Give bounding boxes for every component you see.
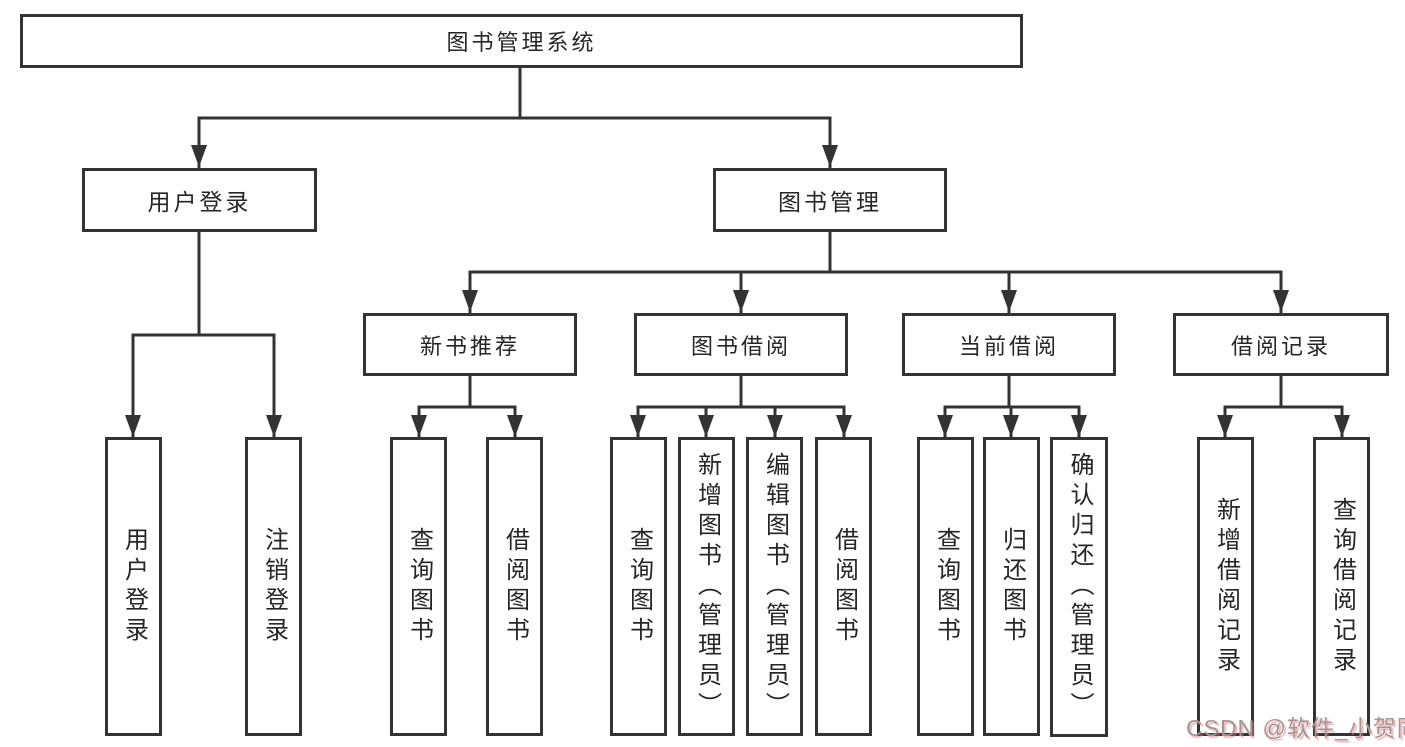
node-current-borrow: 当前借阅: [902, 313, 1116, 376]
leaf-logout-login-label: 注销登录: [260, 526, 288, 647]
node-current-borrow-label: 当前借阅: [958, 333, 1059, 359]
leaf-query-book-borrow-label: 查询图书: [625, 526, 653, 647]
leaf-logout-login: 注销登录: [245, 437, 302, 736]
leaf-borrow-book-label: 借阅图书: [830, 526, 858, 647]
leaf-edit-book-admin: 编辑图书（管理员）: [746, 437, 803, 736]
leaf-query-book-borrow: 查询图书: [610, 437, 667, 736]
node-new-book-recommend: 新书推荐: [363, 313, 577, 376]
csdn-watermark: CSDN @软件_小贺同学: [1186, 715, 1405, 741]
node-user-login-label: 用户登录: [147, 189, 252, 215]
node-root-label: 图书管理系统: [446, 30, 597, 55]
leaf-add-borrow-record: 新增借阅记录: [1197, 437, 1254, 736]
leaf-add-book-admin-label: 新增图书（管理员）: [693, 451, 721, 722]
leaf-edit-book-admin-label: 编辑图书（管理员）: [761, 451, 789, 722]
leaf-user-login: 用户登录: [105, 437, 162, 736]
node-book-management-label: 图书管理: [778, 189, 882, 215]
node-borrow-records-label: 借阅记录: [1230, 333, 1331, 359]
leaf-add-borrow-record-label: 新增借阅记录: [1212, 496, 1240, 677]
leaf-add-book-admin: 新增图书（管理员）: [678, 437, 735, 736]
leaf-query-book-recommend-label: 查询图书: [405, 526, 433, 647]
leaf-borrow-book: 借阅图书: [815, 437, 872, 736]
node-book-management: 图书管理: [713, 168, 947, 232]
leaf-user-login-label: 用户登录: [120, 526, 148, 647]
leaf-query-borrow-record-label: 查询借阅记录: [1328, 496, 1356, 677]
leaf-borrow-book-recommend: 借阅图书: [486, 437, 543, 736]
leaf-return-book-label: 归还图书: [998, 526, 1026, 647]
node-root: 图书管理系统: [20, 14, 1023, 68]
node-new-book-recommend-label: 新书推荐: [419, 333, 520, 359]
leaf-query-borrow-record: 查询借阅记录: [1313, 437, 1370, 736]
leaf-confirm-return-admin: 确认归还（管理员）: [1050, 437, 1108, 737]
leaf-query-book-current-label: 查询图书: [932, 526, 960, 647]
node-borrow-records: 借阅记录: [1173, 313, 1389, 376]
leaf-query-book-recommend: 查询图书: [390, 437, 447, 736]
leaf-borrow-book-recommend-label: 借阅图书: [501, 526, 529, 647]
leaf-query-book-current: 查询图书: [917, 437, 974, 736]
leaf-confirm-return-admin-label: 确认归还（管理员）: [1066, 452, 1093, 722]
node-book-borrow: 图书借阅: [634, 313, 848, 376]
node-user-login: 用户登录: [82, 168, 317, 232]
node-book-borrow-label: 图书借阅: [690, 333, 791, 359]
leaf-return-book: 归还图书: [983, 437, 1040, 736]
